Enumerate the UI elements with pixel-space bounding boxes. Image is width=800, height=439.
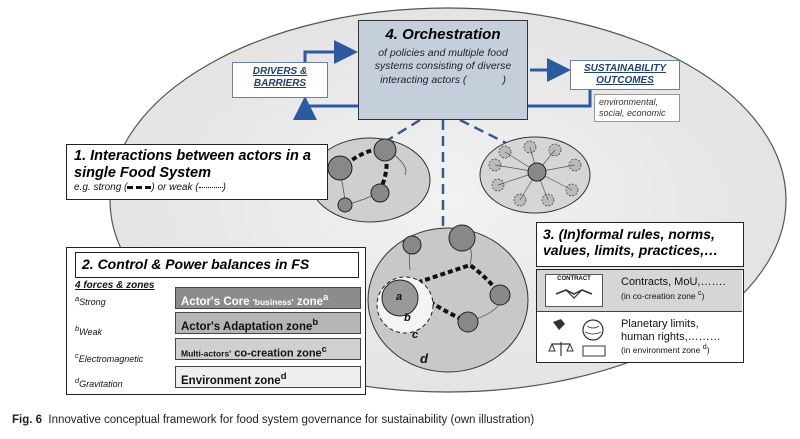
orchestration-box: 4. Orchestration of policies and multipl… — [358, 20, 528, 120]
strong-dash-legend — [127, 186, 152, 190]
control-power-box: 2. Control & Power balances in FS 4 forc… — [66, 247, 366, 395]
force-electromagnetic: cElectromagnetic — [75, 351, 144, 364]
interactions-title: 1. Interactions between actors in a sing… — [74, 148, 311, 181]
orchestration-title: 4. Orchestration — [385, 26, 501, 43]
environment-limits-text: Planetary limits, human rights,……… (in e… — [621, 318, 721, 356]
force-gravitation: dGravitation — [75, 376, 123, 389]
sustainability-outcomes-box: SUSTAINABILITY OUTCOMES — [570, 60, 680, 90]
force-weak: bWeak — [75, 324, 103, 337]
arrow-drivers-to-orchestration — [303, 40, 358, 64]
rules-norms-title-box: 3. (In)formal rules, norms, values, limi… — [536, 222, 744, 267]
contracts-row: CONTRACT Contracts, MoU,……. (in co-creat… — [537, 270, 742, 312]
people-icon — [582, 345, 606, 357]
interactions-box: 1. Interactions between actors in a sing… — [66, 144, 328, 200]
label-b: b — [404, 312, 411, 324]
zone-co-creation: Multi-actors' co-creation zonec — [175, 338, 361, 360]
interactions-example: e.g. strong () or weak () — [74, 182, 226, 194]
figure-caption: Fig. 6 Innovative conceptual framework f… — [12, 414, 535, 426]
dashed-link-left — [374, 118, 421, 150]
rules-norms-panel: CONTRACT Contracts, MoU,……. (in co-creat… — [536, 269, 744, 363]
contract-handshake-icon: CONTRACT — [545, 274, 603, 307]
food-system-center — [367, 224, 529, 373]
weak-dash-legend — [198, 187, 223, 189]
zone-adaptation: Actor's Adaptation zoneb — [175, 312, 361, 334]
handshake-icon — [555, 289, 593, 299]
label-d: d — [420, 351, 428, 366]
label-a: a — [396, 291, 403, 303]
contracts-text: Contracts, MoU,……. (in co-creation zone … — [621, 276, 726, 302]
food-system-left — [309, 137, 431, 223]
globe-icon — [582, 319, 604, 341]
zone-environment: Environment zoned — [175, 366, 361, 388]
orchestration-body: of policies and multiple food systems co… — [374, 46, 512, 86]
drivers-barriers-box: DRIVERS & BARRIERS — [232, 62, 328, 98]
label-c: c — [412, 329, 419, 341]
planet-rights-icons — [548, 319, 606, 357]
food-system-right — [479, 136, 591, 214]
control-power-title: 2. Control & Power balances in FS — [75, 252, 359, 278]
hand-icon — [553, 319, 565, 330]
forces-heading: 4 forces & zones — [75, 280, 155, 291]
zone-core: Actor's Core 'business' zonea — [175, 287, 361, 309]
force-strong: aStrong — [75, 294, 106, 307]
sustainability-dimensions: environmental, social, economic — [594, 94, 680, 122]
